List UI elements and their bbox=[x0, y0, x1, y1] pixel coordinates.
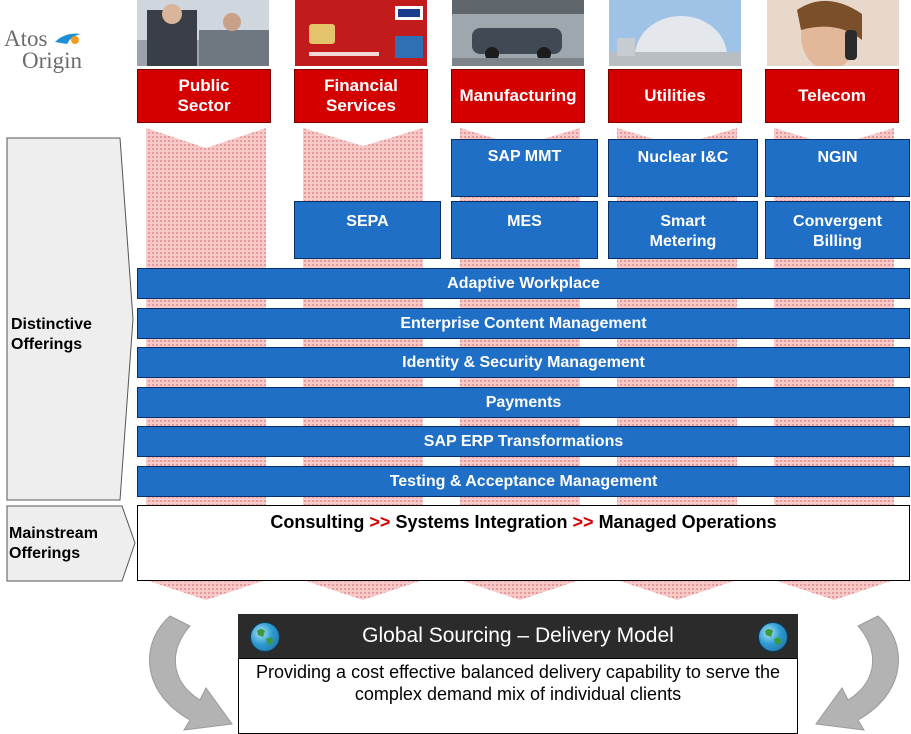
mainstream-separator: >> bbox=[369, 512, 391, 532]
distinctive-offerings-label: Distinctive Offerings bbox=[11, 316, 92, 353]
offering-label: Nuclear I&C bbox=[637, 149, 729, 166]
global-sourcing-description: Providing a cost effective balanced deli… bbox=[256, 662, 780, 704]
bar-label: Enterprise Content Management bbox=[400, 314, 647, 332]
sector-label: Telecom bbox=[798, 86, 866, 105]
logo-swoosh-icon bbox=[53, 30, 83, 48]
sector-label: Public Sector bbox=[177, 76, 231, 115]
sector-label: Manufacturing bbox=[459, 86, 577, 105]
photo-utilities bbox=[609, 0, 741, 66]
mainstream-offerings-box: Consulting >> Systems Integration >> Man… bbox=[137, 505, 910, 581]
mainstream-offerings-line: Consulting >> Systems Integration >> Man… bbox=[138, 512, 909, 533]
mainstream-item-systems-integration: Systems Integration bbox=[395, 512, 568, 532]
offering-label: Convergent Billing bbox=[793, 213, 882, 250]
bar-sap-erp-transformations: SAP ERP Transformations bbox=[137, 426, 910, 457]
global-sourcing-header: Global Sourcing – Delivery Model bbox=[238, 614, 798, 658]
photo-telecom bbox=[767, 0, 899, 66]
offering-sap-mmt: SAP MMT bbox=[451, 139, 598, 197]
photo-financial-services bbox=[295, 0, 427, 66]
offering-sepa: SEPA bbox=[294, 201, 441, 259]
atos-origin-logo: Atos Origin bbox=[2, 26, 122, 78]
curved-arrow-right bbox=[815, 615, 899, 731]
mainstream-item-consulting: Consulting bbox=[270, 512, 365, 532]
offering-mes: MES bbox=[451, 201, 598, 259]
offering-smart-metering: Smart Metering bbox=[608, 201, 758, 259]
bar-label: Adaptive Workplace bbox=[447, 274, 600, 292]
sector-public-sector: Public Sector bbox=[137, 69, 271, 123]
mainstream-offerings-label: Mainstream Offerings bbox=[9, 525, 98, 562]
offering-convergent-billing: Convergent Billing bbox=[765, 201, 910, 259]
photo-public-sector bbox=[137, 0, 269, 66]
offering-ngin: NGIN bbox=[765, 139, 910, 197]
sector-label: Utilities bbox=[644, 86, 706, 105]
offering-label: NGIN bbox=[817, 149, 858, 166]
mainstream-offerings-arrow bbox=[6, 505, 136, 582]
mainstream-separator: >> bbox=[572, 512, 594, 532]
offering-label: SEPA bbox=[346, 213, 389, 230]
bar-testing-acceptance-management: Testing & Acceptance Management bbox=[137, 466, 910, 497]
bar-label: Identity & Security Management bbox=[402, 353, 645, 371]
bar-identity-security-management: Identity & Security Management bbox=[137, 347, 910, 378]
curved-arrow-left bbox=[149, 615, 233, 731]
global-sourcing-title: Global Sourcing – Delivery Model bbox=[362, 624, 674, 647]
sector-telecom: Telecom bbox=[765, 69, 899, 123]
logo-text-origin: Origin bbox=[22, 48, 83, 73]
distinctive-offerings-arrow bbox=[6, 137, 134, 501]
sector-label: Financial Services bbox=[324, 76, 398, 115]
sector-manufacturing: Manufacturing bbox=[451, 69, 585, 123]
globe-icon bbox=[758, 622, 788, 652]
logo-text-atos: Atos bbox=[4, 26, 48, 51]
bar-label: Payments bbox=[485, 393, 562, 411]
bar-label: SAP ERP Transformations bbox=[423, 432, 624, 450]
sector-financial-services: Financial Services bbox=[294, 69, 428, 123]
offering-label: SAP MMT bbox=[487, 148, 562, 165]
bar-label: Testing & Acceptance Management bbox=[389, 472, 658, 490]
bar-payments: Payments bbox=[137, 387, 910, 418]
offering-label: MES bbox=[507, 213, 542, 230]
bar-enterprise-content-management: Enterprise Content Management bbox=[137, 308, 910, 339]
globe-icon bbox=[250, 622, 280, 652]
mainstream-item-managed-operations: Managed Operations bbox=[598, 512, 777, 532]
global-sourcing-description-box: Providing a cost effective balanced deli… bbox=[238, 658, 798, 734]
bar-adaptive-workplace: Adaptive Workplace bbox=[137, 268, 910, 299]
sector-utilities: Utilities bbox=[608, 69, 742, 123]
offering-nuclear-ic: Nuclear I&C bbox=[608, 139, 758, 197]
offering-label: Smart Metering bbox=[649, 213, 717, 250]
photo-manufacturing bbox=[452, 0, 584, 66]
